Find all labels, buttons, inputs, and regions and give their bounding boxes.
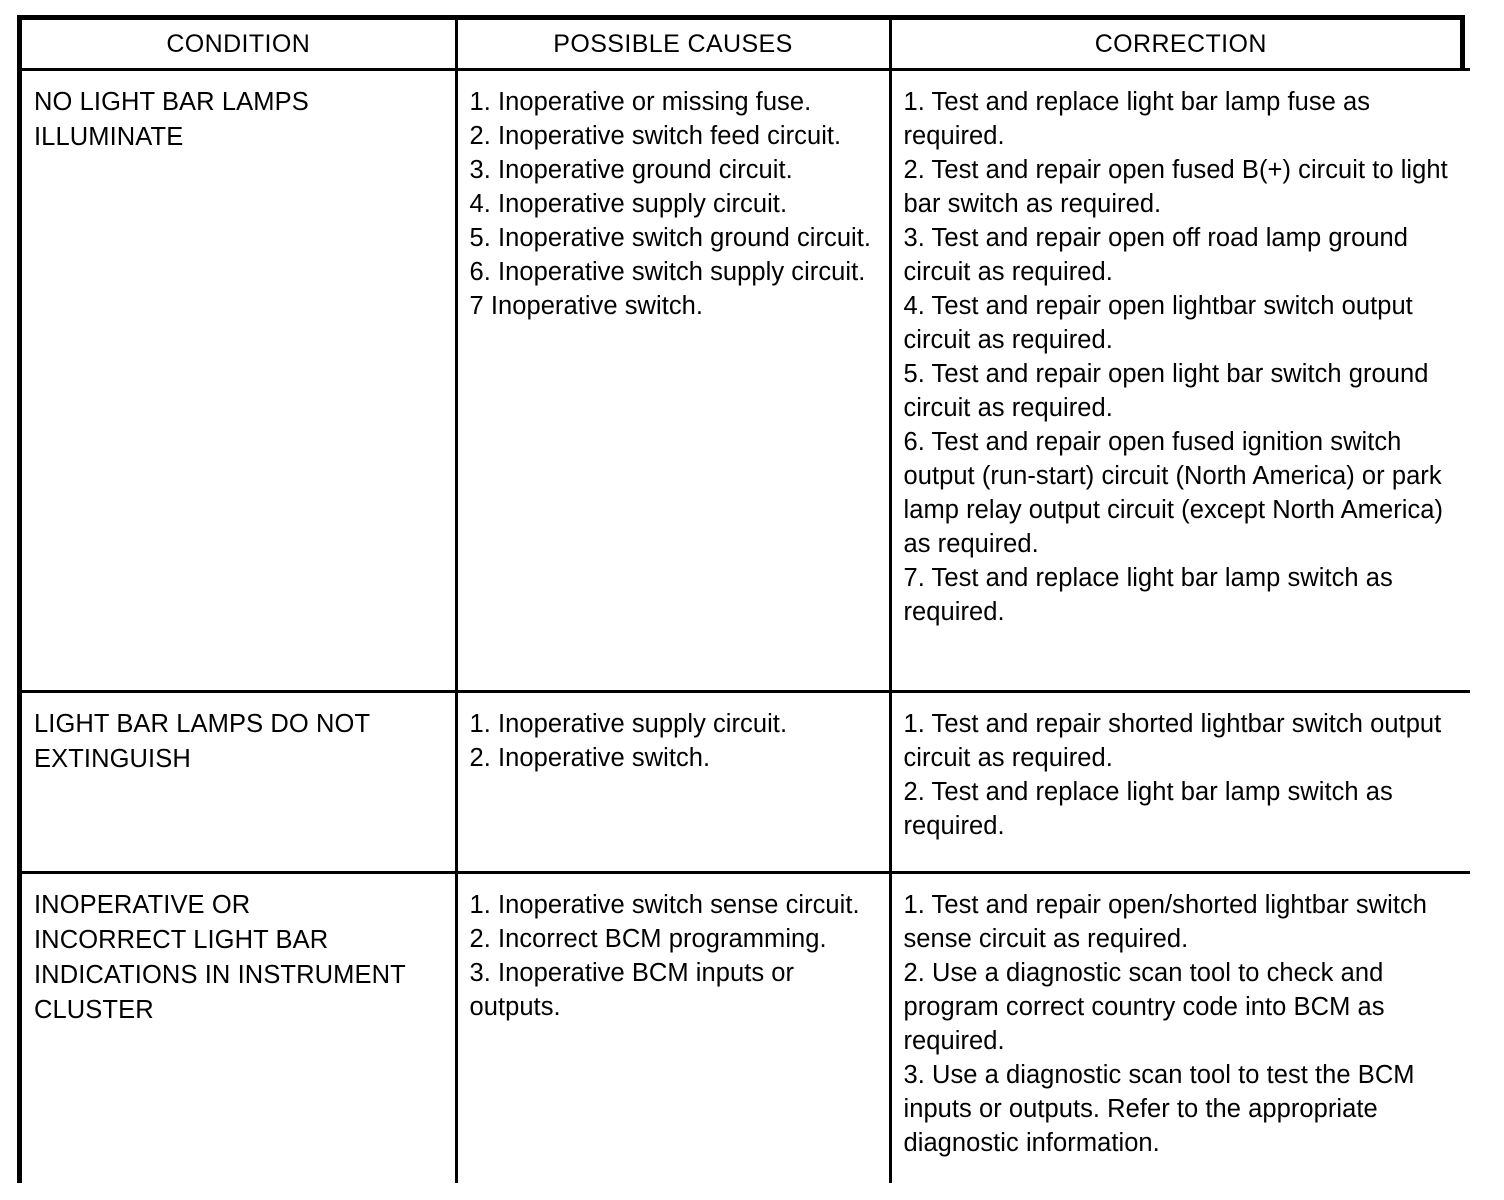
table-header: CONDITION POSSIBLE CAUSES CORRECTION xyxy=(22,20,1470,71)
condition-cell: NO LIGHT BAR LAMPS ILLUMINATE xyxy=(22,69,458,693)
correction-item: 5. Test and repair open light bar switch… xyxy=(903,360,1429,422)
cause-item: 1. Inoperative switch sense circuit. xyxy=(469,891,860,919)
causes-cell-inner: 1. Inoperative or missing fuse. 2. Inope… xyxy=(458,71,889,690)
cause-item: 2. Inoperative switch feed circuit. xyxy=(469,122,842,150)
cause-item: 5. Inoperative switch ground circuit. xyxy=(469,224,872,252)
causes-cell: 1. Inoperative supply circuit. 2. Inoper… xyxy=(456,691,892,874)
correction-item: 2. Test and repair open fused B(+) circu… xyxy=(903,156,1448,218)
diagnostic-table: CONDITION POSSIBLE CAUSES CORRECTION NO … xyxy=(17,15,1470,1183)
condition-text: LIGHT BAR LAMPS DO NOT EXTINGUISH xyxy=(34,710,371,773)
cause-item: 2. Incorrect BCM programming. xyxy=(469,925,827,953)
causes-cell: 1. Inoperative or missing fuse. 2. Inope… xyxy=(456,69,892,693)
cause-item: 1. Inoperative supply circuit. xyxy=(469,710,788,738)
cause-item: 3. Inoperative ground circuit. xyxy=(469,156,793,184)
header-row: CONDITION POSSIBLE CAUSES CORRECTION xyxy=(22,20,1470,71)
correction-cell: 1. Test and replace light bar lamp fuse … xyxy=(890,69,1471,693)
correction-cell-inner: 1. Test and repair shorted lightbar swit… xyxy=(892,693,1471,871)
cause-item: 7 Inoperative switch. xyxy=(469,292,704,320)
table-row: INOPERATIVE OR INCORRECT LIGHT BAR INDIC… xyxy=(22,872,1471,1183)
table-body: NO LIGHT BAR LAMPS ILLUMINATE 1. Inopera… xyxy=(22,69,1471,1183)
troubleshooting-table: CONDITION POSSIBLE CAUSES CORRECTION NO … xyxy=(22,20,1470,1183)
condition-cell: LIGHT BAR LAMPS DO NOT EXTINGUISH xyxy=(22,691,458,874)
causes-list: 1. Inoperative supply circuit. 2. Inoper… xyxy=(470,707,881,775)
correction-item: 6. Test and repair open fused ignition s… xyxy=(903,428,1444,558)
cause-item: 2. Inoperative switch. xyxy=(469,744,711,772)
column-header-condition: CONDITION xyxy=(22,20,458,71)
correction-item: 2. Use a diagnostic scan tool to check a… xyxy=(903,959,1385,1055)
table-row: NO LIGHT BAR LAMPS ILLUMINATE 1. Inopera… xyxy=(22,69,1471,693)
causes-list: 1. Inoperative switch sense circuit. 2. … xyxy=(470,888,881,1024)
correction-item: 1. Test and repair shorted lightbar swit… xyxy=(903,710,1442,772)
correction-cell-inner: 1. Test and replace light bar lamp fuse … xyxy=(892,71,1471,690)
causes-list: 1. Inoperative or missing fuse. 2. Inope… xyxy=(470,85,881,323)
correction-item: 2. Test and replace light bar lamp switc… xyxy=(903,778,1393,840)
condition-cell: INOPERATIVE OR INCORRECT LIGHT BAR INDIC… xyxy=(22,872,458,1183)
correction-item: 4. Test and repair open lightbar switch … xyxy=(903,292,1413,354)
column-header-correction: CORRECTION xyxy=(890,20,1470,71)
cause-item: 4. Inoperative supply circuit. xyxy=(469,190,788,218)
correction-item: 7. Test and replace light bar lamp switc… xyxy=(903,564,1393,626)
cause-item: 6. Inoperative switch supply circuit. xyxy=(469,258,866,286)
column-header-possible-causes: POSSIBLE CAUSES xyxy=(456,20,892,71)
condition-text: INOPERATIVE OR INCORRECT LIGHT BAR INDIC… xyxy=(34,891,406,1024)
condition-cell-inner: INOPERATIVE OR INCORRECT LIGHT BAR INDIC… xyxy=(22,874,455,1183)
corrections-list: 1. Test and replace light bar lamp fuse … xyxy=(904,85,1463,629)
correction-item: 1. Test and replace light bar lamp fuse … xyxy=(903,88,1371,150)
corrections-list: 1. Test and repair open/shorted lightbar… xyxy=(904,888,1463,1160)
cause-item: 3. Inoperative BCM inputs or outputs. xyxy=(469,959,795,1021)
table-row: LIGHT BAR LAMPS DO NOT EXTINGUISH 1. Ino… xyxy=(22,691,1471,874)
causes-cell-inner: 1. Inoperative supply circuit. 2. Inoper… xyxy=(458,693,889,871)
condition-cell-inner: NO LIGHT BAR LAMPS ILLUMINATE xyxy=(22,71,455,690)
correction-cell: 1. Test and repair shorted lightbar swit… xyxy=(890,691,1471,874)
causes-cell: 1. Inoperative switch sense circuit. 2. … xyxy=(456,872,892,1183)
condition-cell-inner: LIGHT BAR LAMPS DO NOT EXTINGUISH xyxy=(22,693,455,871)
corrections-list: 1. Test and repair shorted lightbar swit… xyxy=(904,707,1463,843)
correction-item: 3. Test and repair open off road lamp gr… xyxy=(903,224,1409,286)
cause-item: 1. Inoperative or missing fuse. xyxy=(469,88,812,116)
condition-text: NO LIGHT BAR LAMPS ILLUMINATE xyxy=(34,88,309,151)
correction-item: 3. Use a diagnostic scan tool to test th… xyxy=(903,1061,1415,1157)
correction-cell-inner: 1. Test and repair open/shorted lightbar… xyxy=(892,874,1471,1183)
causes-cell-inner: 1. Inoperative switch sense circuit. 2. … xyxy=(458,874,889,1183)
correction-item: 1. Test and repair open/shorted lightbar… xyxy=(903,891,1428,953)
correction-cell: 1. Test and repair open/shorted lightbar… xyxy=(890,872,1471,1183)
